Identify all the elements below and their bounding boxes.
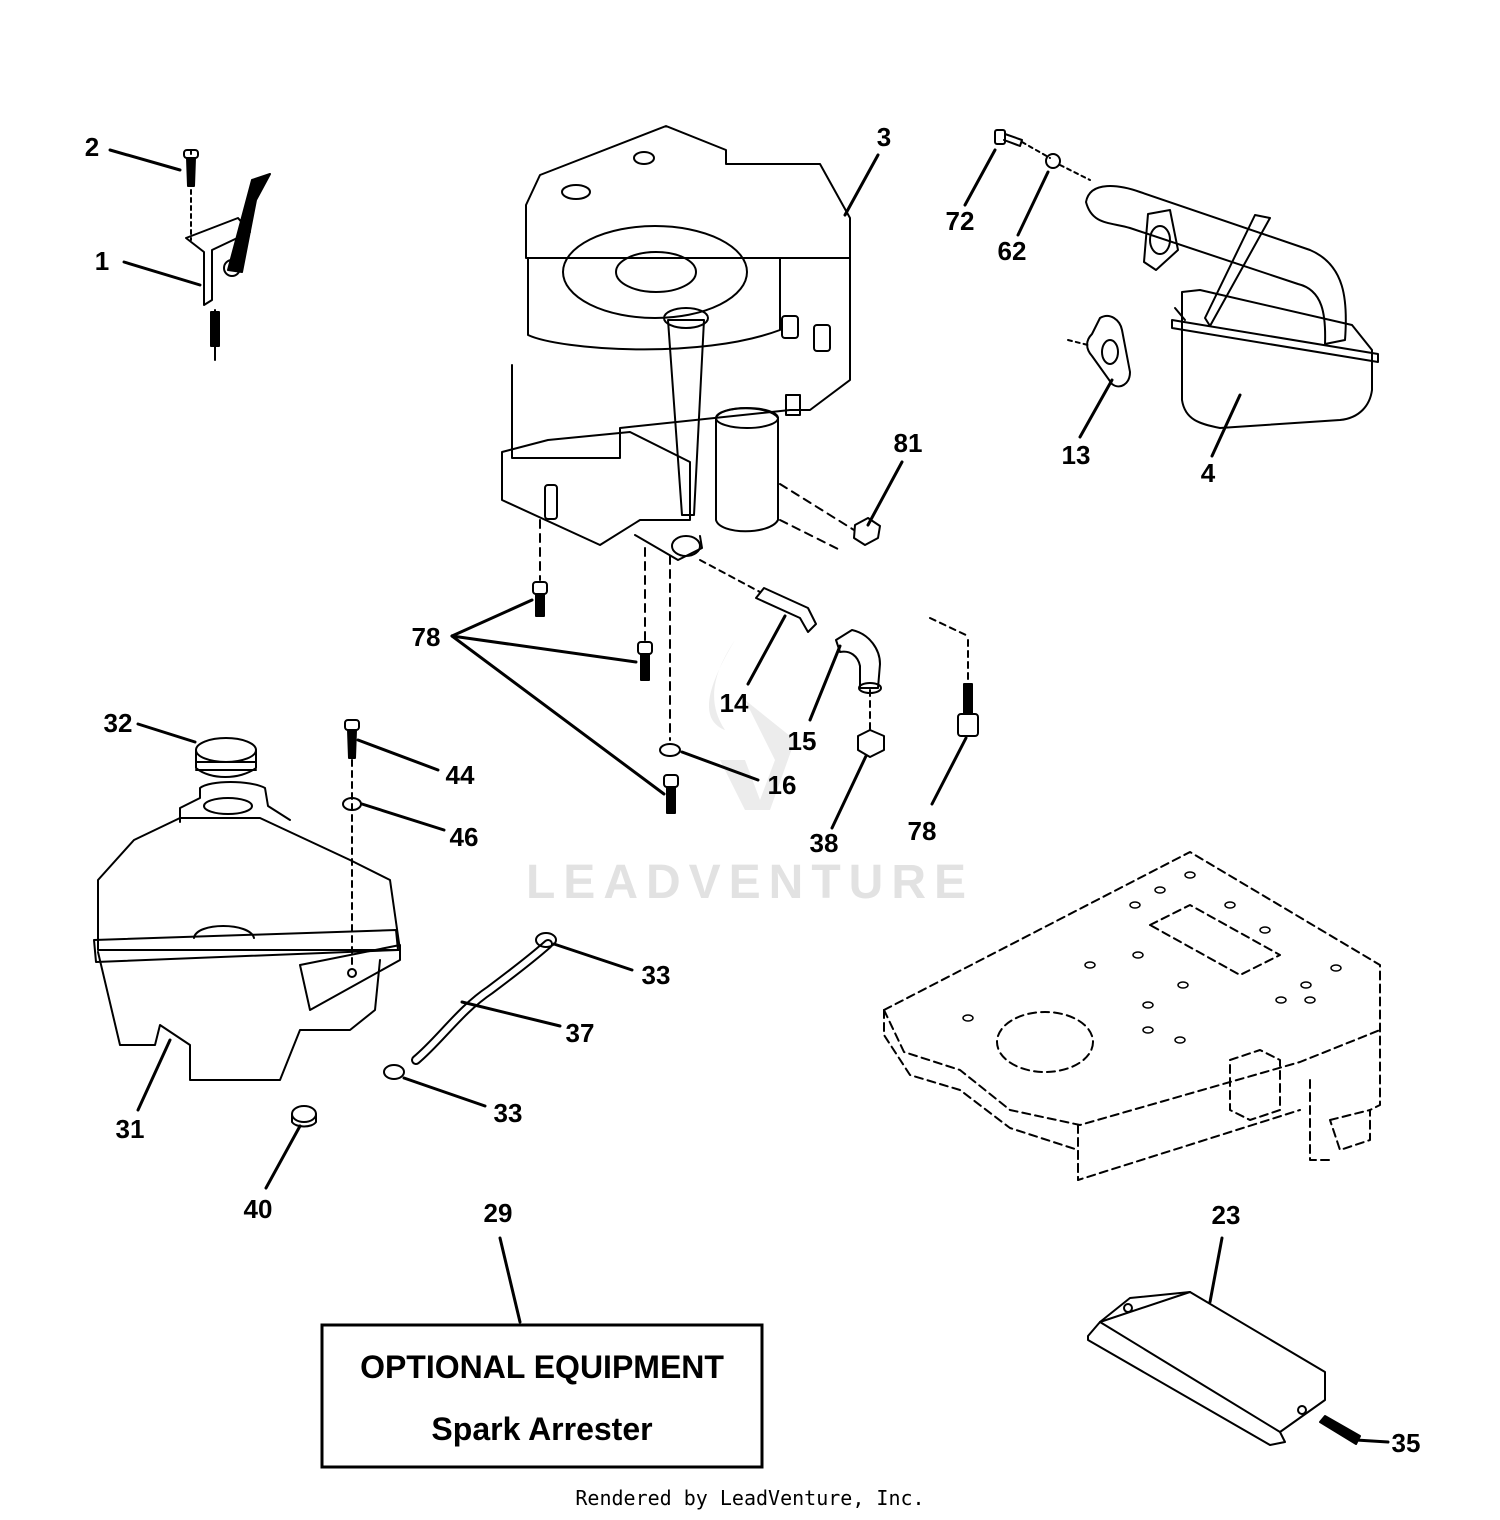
callout-33-bottom: 33 (494, 1098, 523, 1128)
callout-38: 38 (810, 828, 839, 858)
callout-46: 46 (450, 822, 479, 852)
callout-labels: 2 1 3 72 62 13 4 81 78 14 15 16 38 78 32… (85, 122, 1421, 1458)
callout-29: 29 (484, 1198, 513, 1228)
leader-lines (110, 150, 1388, 1442)
optional-equipment-subtitle: Spark Arrester (431, 1411, 652, 1447)
callout-33-top: 33 (642, 960, 671, 990)
callout-3: 3 (877, 122, 891, 152)
watermark-text: LEADVENTURE (526, 856, 974, 909)
fittings (700, 484, 884, 757)
mounting-plate (884, 852, 1380, 1180)
callout-4: 4 (1201, 458, 1216, 488)
bracket (1088, 1292, 1360, 1445)
bolts (533, 520, 978, 813)
callout-16: 16 (768, 770, 797, 800)
callout-13: 13 (1062, 440, 1091, 470)
callout-23: 23 (1212, 1200, 1241, 1230)
footer-credit: Rendered by LeadVenture, Inc. (575, 1486, 925, 1510)
callout-35: 35 (1392, 1428, 1421, 1458)
callout-40: 40 (244, 1194, 273, 1224)
callout-62: 62 (998, 236, 1027, 266)
callout-78-side: 78 (908, 816, 937, 846)
callout-32: 32 (104, 708, 133, 738)
engine (502, 126, 850, 560)
callout-72: 72 (946, 206, 975, 236)
callout-44: 44 (446, 760, 475, 790)
callout-2: 2 (85, 132, 99, 162)
throttle-control (184, 150, 270, 360)
callout-37: 37 (566, 1018, 595, 1048)
callout-1: 1 (95, 246, 109, 276)
callout-14: 14 (720, 688, 749, 718)
fuel-tank (94, 720, 400, 1127)
callout-81: 81 (894, 428, 923, 458)
muffler (995, 130, 1378, 428)
callout-15: 15 (788, 726, 817, 756)
fuel-line (384, 933, 556, 1079)
optional-equipment-title: OPTIONAL EQUIPMENT (360, 1349, 724, 1385)
watermark: LEADVENTURE (526, 640, 974, 909)
gasket (1068, 316, 1130, 386)
mounting-plate-holes (963, 872, 1341, 1043)
optional-equipment-box: OPTIONAL EQUIPMENT Spark Arrester (322, 1325, 762, 1467)
callout-31: 31 (116, 1114, 145, 1144)
callout-78-engine: 78 (412, 622, 441, 652)
watermark-logo (708, 640, 795, 810)
